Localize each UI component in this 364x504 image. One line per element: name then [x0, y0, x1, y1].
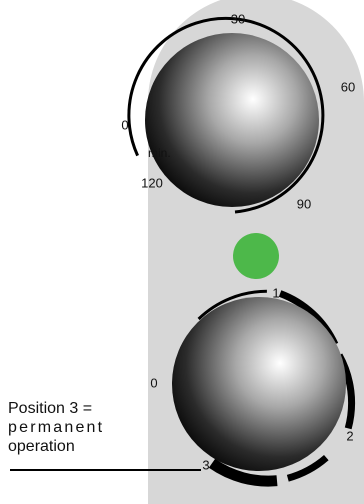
mode-scale-segment-3	[286, 454, 329, 482]
mode-knob[interactable]	[172, 297, 346, 471]
callout-caption: Position 3 = permanent operation	[8, 399, 148, 456]
timer-unit-label: min.	[148, 146, 171, 160]
callout-line-3: operation	[8, 438, 75, 455]
timer-knob[interactable]	[145, 33, 319, 207]
callout-line-1: Position 3 =	[8, 400, 93, 417]
mode-label-3: 3	[202, 457, 209, 472]
timer-knob-group: 0 30 60 90 120 min.	[121, 11, 355, 214]
timer-label-30: 30	[231, 11, 245, 26]
callout-line-2: permanent	[8, 419, 105, 436]
timer-scale-arc	[127, 16, 325, 214]
mode-label-2: 2	[346, 428, 353, 443]
mode-knob-group: 0 1 2 3	[150, 285, 356, 487]
mode-scale-segment-4	[208, 458, 278, 487]
timer-label-0: 0	[121, 117, 128, 132]
timer-label-60: 60	[341, 79, 355, 94]
mode-label-0: 0	[150, 375, 157, 390]
mode-scale-segment-thin	[197, 289, 267, 321]
green-led-indicator-icon	[233, 233, 279, 279]
mode-label-1: 1	[272, 285, 279, 300]
timer-label-90: 90	[297, 196, 311, 211]
timer-label-120: 120	[141, 175, 163, 190]
